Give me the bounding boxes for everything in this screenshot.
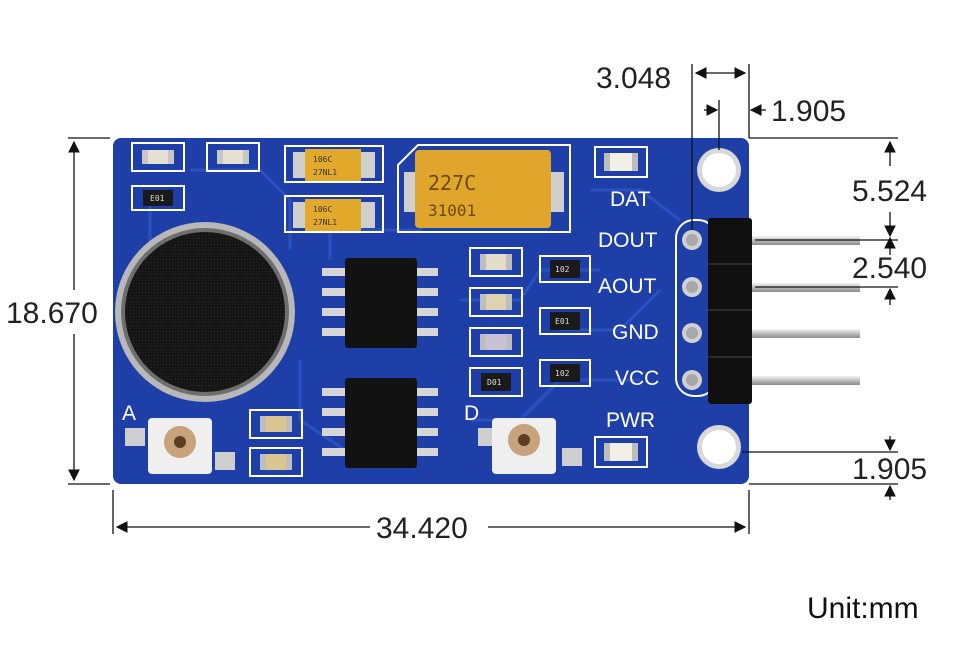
ic-chip-top	[322, 258, 438, 348]
capacitor-small-top-value: 106C	[313, 155, 332, 164]
label-pin-aout: AOUT	[598, 275, 657, 298]
dim-pin-offset: 1.905	[771, 95, 846, 128]
mounting-hole-top	[697, 148, 741, 192]
capacitor-small-bottom-code: 27NL1	[313, 218, 337, 227]
dim-top-to-pin: 5.524	[852, 175, 927, 208]
capacitor-main-code: 31001	[428, 201, 476, 220]
dim-total-width: 34.420	[376, 512, 468, 545]
label-pin-vcc: VCC	[615, 367, 659, 390]
ic-chip-bottom	[322, 378, 438, 468]
smd-component-top-1	[131, 142, 185, 172]
resistor-e01-mid: E01	[539, 307, 591, 335]
potentiometer-d	[478, 418, 582, 474]
label-pot-a: A	[122, 402, 136, 425]
potentiometer-a	[125, 418, 235, 474]
resistor-102-a: 102	[539, 255, 591, 283]
smd-component-mid-3	[469, 327, 523, 357]
resistor-code-label: 102	[555, 265, 570, 274]
dim-total-height: 18.670	[6, 297, 98, 330]
dim-bottom-hole: 1.905	[852, 453, 927, 486]
microphone	[115, 222, 295, 402]
capacitor-small-top: 106C 27NL1	[284, 145, 384, 183]
resistor-e01-left: E01	[131, 185, 185, 211]
label-pin-gnd: GND	[612, 321, 659, 344]
header-pads	[682, 230, 702, 390]
dim-header-offset: 3.048	[596, 62, 671, 95]
mounting-hole-bottom	[697, 425, 741, 469]
dimension-lines	[68, 64, 898, 534]
resistor-d01: D01	[469, 367, 523, 397]
unit-label: Unit:mm	[807, 592, 919, 625]
label-dat: DAT	[610, 188, 651, 211]
smd-component-bottom-1	[249, 409, 303, 439]
label-pin-dout: DOUT	[598, 229, 658, 252]
label-pwr: PWR	[606, 409, 655, 432]
led-pwr	[594, 436, 648, 468]
led-dat	[594, 146, 648, 178]
resistor-code-label: E01	[555, 317, 570, 326]
capacitor-main-value: 227C	[428, 171, 476, 195]
smd-component-mid-1	[469, 247, 523, 277]
capacitor-small-bottom-value: 106C	[313, 205, 332, 214]
label-pot-d: D	[464, 402, 479, 425]
capacitor-main: 227C 31001	[397, 144, 571, 233]
capacitor-small-top-code: 27NL1	[313, 168, 337, 177]
smd-component-bottom-2	[249, 447, 303, 477]
resistor-code-label: D01	[487, 378, 502, 387]
pcb-board: E01 106C 27NL1 106C 27NL1 227C 31001	[113, 138, 749, 484]
pin-header	[708, 218, 860, 404]
smd-component-mid-2	[469, 287, 523, 317]
smd-component-top-2	[206, 142, 260, 172]
resistor-code-label: 102	[555, 369, 570, 378]
dim-pin-pitch: 2.540	[852, 252, 927, 285]
resistor-code-label: E01	[150, 194, 165, 203]
capacitor-small-bottom: 106C 27NL1	[284, 195, 384, 233]
resistor-102-b: 102	[539, 359, 591, 387]
